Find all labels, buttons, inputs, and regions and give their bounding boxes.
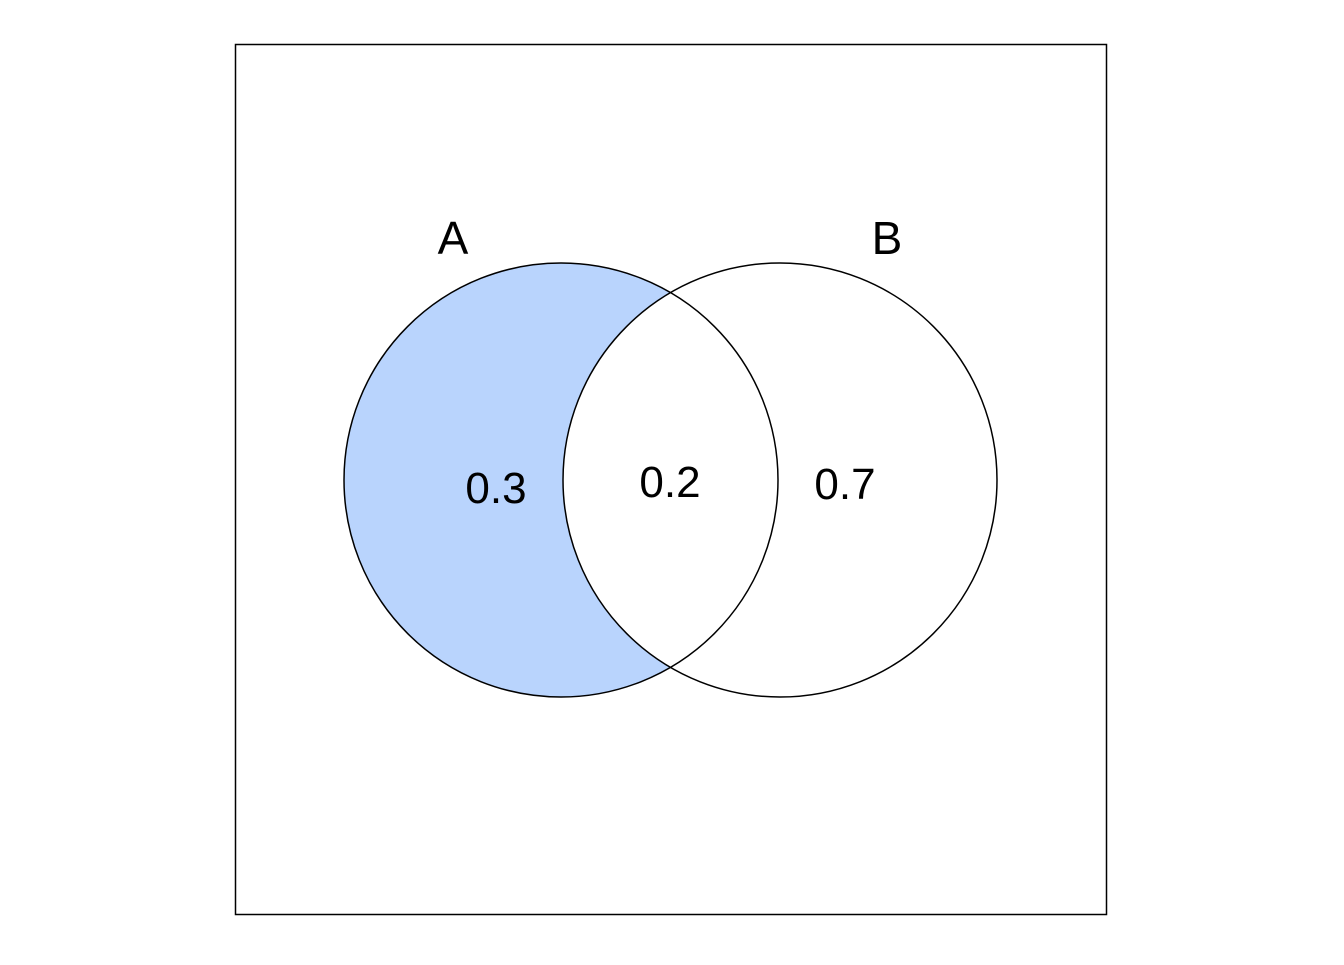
set-b-circle: [562, 262, 998, 698]
region-b-only-value: 0.7: [814, 460, 875, 509]
set-a-label: A: [438, 212, 469, 264]
set-b-label: B: [872, 212, 903, 264]
region-intersection-value: 0.2: [639, 458, 700, 507]
set-a-circle: [343, 262, 779, 698]
region-a-only-value: 0.3: [465, 464, 526, 513]
